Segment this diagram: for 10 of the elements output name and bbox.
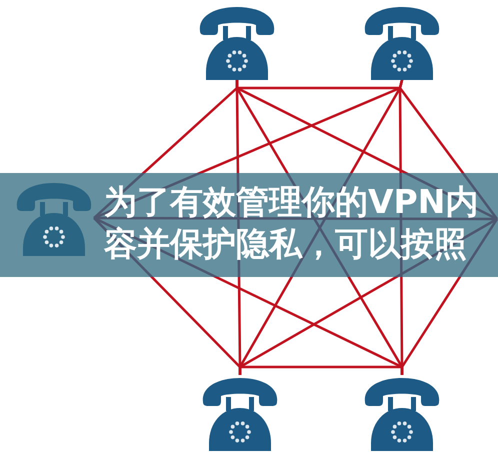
telephone-icon <box>14 180 94 256</box>
telephone-icon <box>362 375 442 451</box>
connection-line <box>400 218 498 375</box>
telephone-icon <box>200 375 280 451</box>
connection-line <box>94 216 497 220</box>
telephone-icon <box>197 4 277 80</box>
telephone-icon <box>362 4 442 80</box>
title: 为了有效管理你的VPN内容并保护隐私，可以按照 <box>104 181 480 265</box>
connection-line <box>238 218 498 375</box>
connection-line <box>398 80 498 220</box>
